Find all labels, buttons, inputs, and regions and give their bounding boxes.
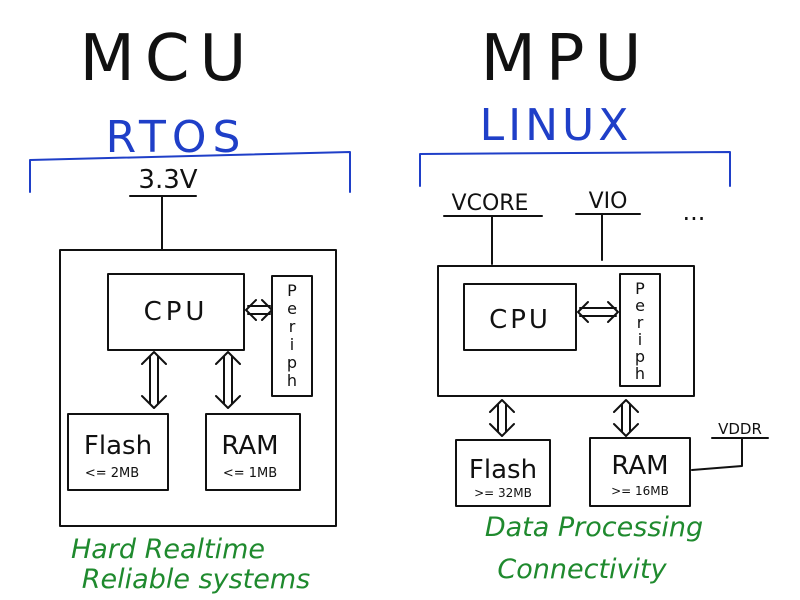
mcu-caption-line-2: Reliable systems bbox=[82, 564, 310, 595]
periph-letter: h bbox=[635, 364, 645, 383]
mcu-cpu-flash-arrow bbox=[141, 351, 167, 409]
mpu-chip bbox=[437, 265, 695, 397]
mpu-os-label: LINUX bbox=[480, 100, 633, 151]
periph-letter: e bbox=[635, 296, 645, 315]
mcu-flash-size: <= 2MB bbox=[85, 466, 139, 481]
periph-letter: P bbox=[287, 281, 297, 300]
mpu-ram-box bbox=[589, 437, 691, 507]
mpu-chip-ram-arrow bbox=[613, 399, 639, 437]
mpu-periph-label: P e r i p h bbox=[635, 279, 645, 383]
periph-letter: P bbox=[635, 279, 645, 298]
periph-letter: i bbox=[638, 330, 642, 349]
mcu-caption-line-1: Hard Realtime bbox=[71, 534, 265, 565]
mcu-periph-label: P e r i p h bbox=[287, 281, 297, 390]
mpu-ram-label: RAM bbox=[611, 451, 668, 481]
mcu-cpu-label: CPU bbox=[144, 297, 209, 327]
periph-letter: i bbox=[290, 335, 294, 354]
mcu-flash-label: Flash bbox=[84, 431, 152, 461]
mcu-ram-box bbox=[205, 413, 301, 491]
mpu-vddr-label: VDDR bbox=[718, 420, 762, 438]
periph-letter: p bbox=[287, 353, 297, 372]
mcu-flash-box bbox=[67, 413, 169, 491]
mcu-title: MCU bbox=[80, 22, 257, 96]
mpu-rail-vio: VIO bbox=[589, 189, 628, 214]
mpu-flash-label: Flash bbox=[469, 455, 537, 485]
mcu-cpu-ram-arrow bbox=[215, 351, 241, 409]
mcu-ram-size: <= 1MB bbox=[223, 466, 277, 481]
mpu-rail-more: ... bbox=[683, 198, 706, 226]
periph-letter: p bbox=[635, 347, 645, 366]
mcu-periph-box bbox=[271, 275, 313, 397]
mpu-caption-line-2: Connectivity bbox=[497, 554, 667, 585]
periph-letter: h bbox=[287, 371, 297, 390]
mcu-cpu-periph-arrow bbox=[245, 299, 273, 321]
mpu-caption-line-1: Data Processing bbox=[485, 512, 703, 543]
mpu-vddr-wire bbox=[691, 437, 769, 471]
mcu-cpu-box bbox=[107, 273, 245, 351]
mpu-os-bracket bbox=[419, 151, 731, 187]
mpu-flash-size: >= 32MB bbox=[474, 486, 532, 500]
mpu-title: MPU bbox=[481, 22, 652, 96]
mpu-cpu-label: CPU bbox=[489, 305, 551, 335]
mcu-chip bbox=[59, 249, 337, 527]
mpu-cpu-box bbox=[463, 283, 577, 351]
periph-letter: r bbox=[637, 313, 644, 332]
mpu-cpu-periph-arrow bbox=[577, 301, 619, 323]
mpu-chip-flash-arrow bbox=[489, 399, 515, 437]
mpu-periph-box bbox=[619, 273, 661, 387]
mpu-flash-box bbox=[455, 439, 551, 507]
mpu-ram-size: >= 16MB bbox=[611, 484, 669, 498]
mcu-ram-label: RAM bbox=[221, 431, 278, 461]
mcu-os-bracket bbox=[29, 151, 351, 193]
mpu-rail-vcore: VCORE bbox=[452, 191, 529, 216]
periph-letter: r bbox=[289, 317, 296, 336]
mcu-rail-label: 3.3V bbox=[138, 165, 197, 195]
periph-letter: e bbox=[287, 299, 297, 318]
